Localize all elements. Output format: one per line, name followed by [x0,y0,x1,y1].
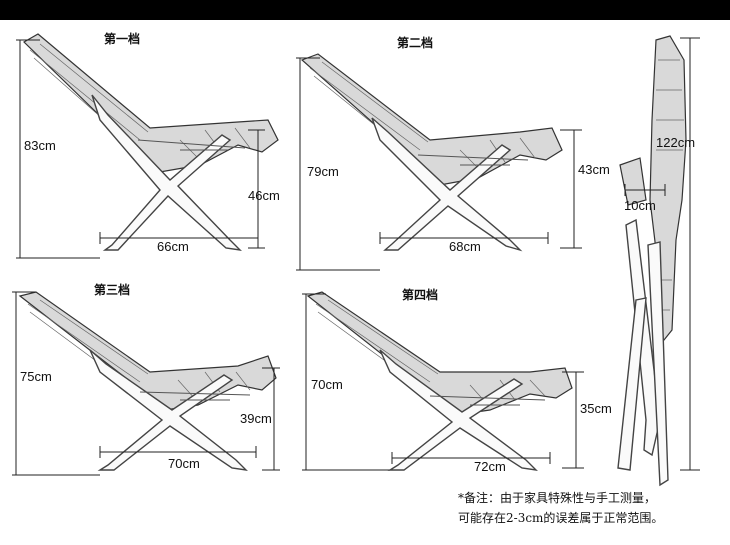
seat-height-label: 43cm [578,162,610,177]
chair-title: 第三档 [94,282,130,297]
chair-illustration [18,291,277,471]
height-label: 79cm [307,164,339,179]
width-label: 66cm [157,239,189,254]
chair-title: 第二档 [397,35,433,50]
seat-height-label: 39cm [240,411,272,426]
width-label: 68cm [449,239,481,254]
chair-position-3: 第三档 75cm 39cm 70cm [12,282,280,476]
top-black-bar [0,0,730,20]
chair-position-1: 第一档 83cm 46cm 66cm [16,31,280,259]
chair-position-4: 第四档 70cm 35cm 72cm [302,287,612,474]
chair-illustration [300,53,563,252]
note-line-1: *备注：由于家具特殊性与手工测量， [458,491,657,505]
chair-illustration [23,33,279,251]
seat-height-label: 35cm [580,401,612,416]
chair-title: 第四档 [402,287,438,302]
folded-chair: 122cm 10cm [617,35,700,487]
width-label: 70cm [168,456,200,471]
height-label: 83cm [24,138,56,153]
width-label: 72cm [474,459,506,474]
seat-height-label: 46cm [248,188,280,203]
chair-illustration [617,35,687,487]
height-label: 70cm [311,377,343,392]
note-line-2: 可能存在2-3cm的误差属于正常范围。 [458,511,664,525]
folded-height-label: 122cm [656,135,695,150]
height-label: 75cm [20,369,52,384]
measurement-note: *备注：由于家具特殊性与手工测量， 可能存在2-3cm的误差属于正常范围。 [458,488,723,528]
folded-depth-label: 10cm [624,198,656,213]
chair-illustration [306,291,573,471]
chair-title: 第一档 [104,31,140,46]
chair-position-2: 第二档 79cm 43cm 68cm [296,35,610,271]
